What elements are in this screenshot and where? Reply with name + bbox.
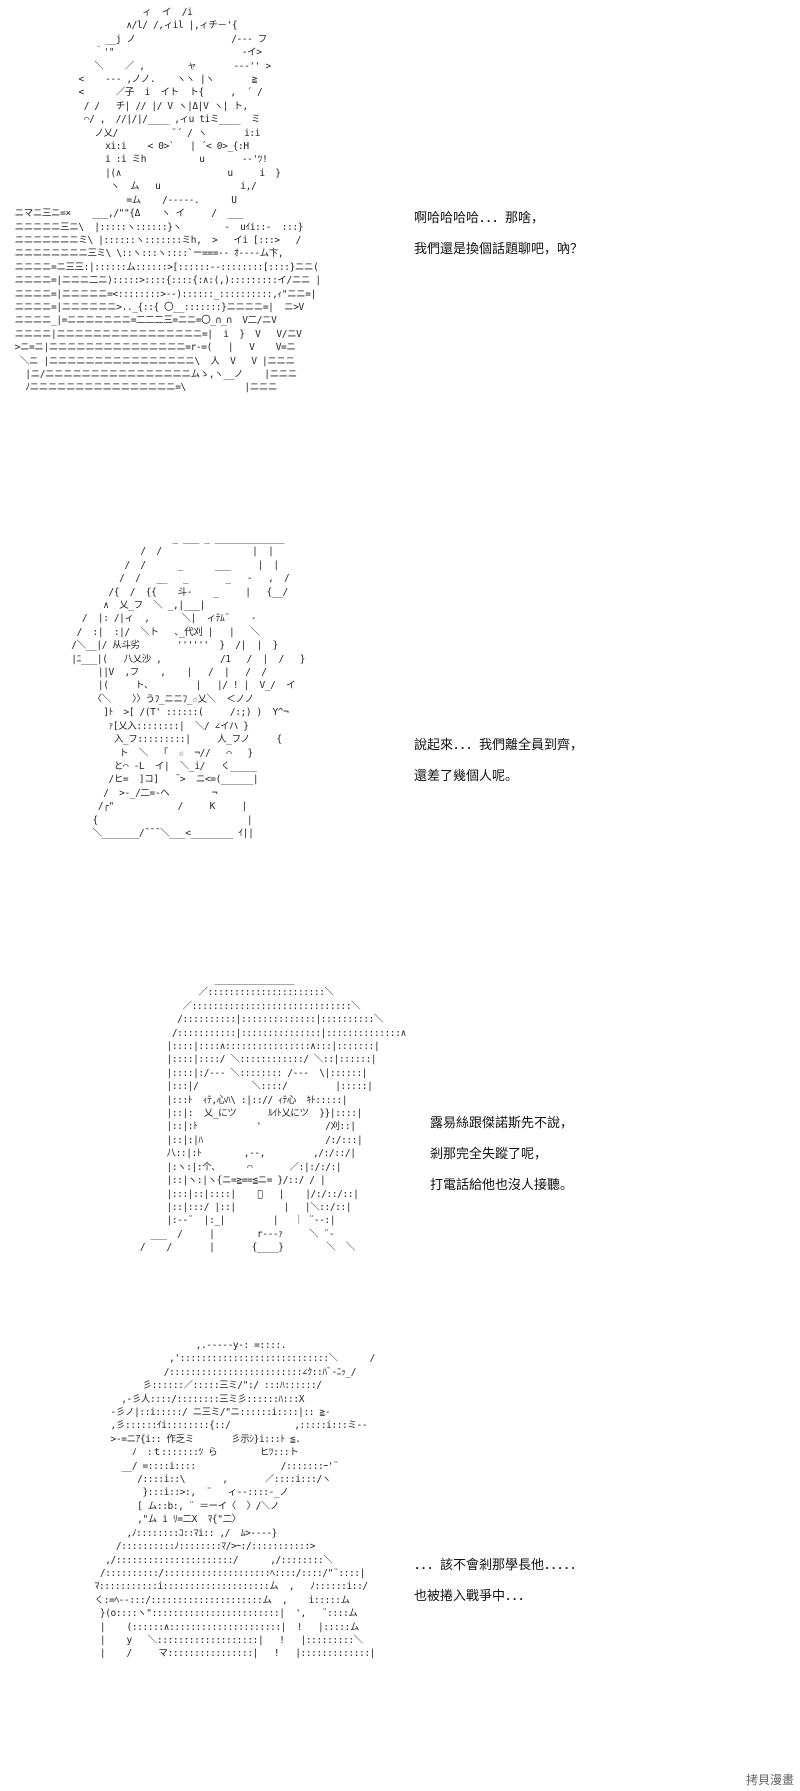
panel-3: _______________ ／::::::::::::::::::::::＼… [0, 965, 800, 1325]
dialogue-1-line-1: 啊哈哈哈哈．．．那啥， [414, 211, 545, 226]
ascii-art-character-2: _ ___ _ _____________ / / | | / / _ ___ … [71, 533, 306, 839]
dialogue-2-line-2: 還差了幾個人呢。 [414, 769, 519, 784]
watermark: 拷貝漫畫 [745, 1773, 794, 1787]
ascii-art-character-3: _______________ ／::::::::::::::::::::::＼… [139, 974, 406, 1254]
dialogue-3: 露易絲跟傑諾斯先不說， 剎那完全失蹤了呢， 打電話給他也沒人接聽。 [430, 1108, 573, 1201]
ascii-art-character-4: ,.-----y-: =::::. ,'::::::::::::::::::::… [94, 1340, 376, 1660]
dialogue-3-line-1: 露易絲跟傑諾斯先不說， [430, 1116, 574, 1131]
dialogue-2-line-1: 說起來．．．我們離全員到齊， [414, 738, 584, 753]
dialogue-2: 說起來．．．我們離全員到齊， 還差了幾個人呢。 [414, 730, 583, 792]
dialogue-4-line-1: ．．．該不會剎那學長他．．．．． [414, 1558, 584, 1573]
dialogue-1: 啊哈哈哈哈．．．那啥， 我們還是換個話題聊吧，吶？ [414, 203, 583, 265]
dialogue-4-line-2: 也被捲入戰爭中．．． [414, 1589, 532, 1604]
dialogue-1-line-2: 我們還是換個話題聊吧，吶？ [414, 242, 584, 257]
panel-2: _ ___ _ _____________ / / | | / / _ ___ … [0, 520, 800, 950]
panel-1: ィ イ /i ∧/l/ /,ィil |,ィチ－'{ __j ノ /--- フ ｀… [0, 0, 800, 500]
dialogue-3-line-2: 剎那完全失蹤了呢， [430, 1147, 548, 1162]
dialogue-4: ．．．該不會剎那學長他．．．．． 也被捲入戰爭中．．． [414, 1550, 583, 1612]
panel-4: ,.-----y-: =::::. ,'::::::::::::::::::::… [0, 1335, 800, 1791]
ascii-art-character-1: ィ イ /i ∧/l/ /,ィil |,ィチ－'{ __j ノ /--- フ ｀… [14, 7, 321, 394]
dialogue-3-line-3: 打電話給他也沒人接聽。 [430, 1178, 574, 1193]
